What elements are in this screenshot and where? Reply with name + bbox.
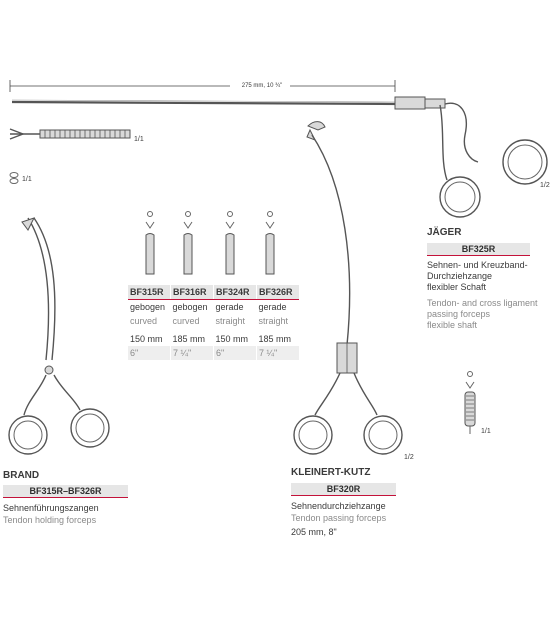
length-in-cell: 6" — [213, 346, 257, 360]
shape-de-cell: gebogen — [172, 302, 208, 312]
jaeger-detail-scale: 1/1 — [481, 428, 491, 435]
jaeger-forceps-illustration — [11, 96, 548, 218]
tip-scale-label: 1/1 — [134, 136, 144, 143]
shape-en-cell: curved — [172, 316, 200, 326]
kleinert-scale: 1/2 — [404, 454, 414, 461]
length-mm-cell: 185 mm — [172, 334, 206, 344]
brand-desc-en: Tendon holding forceps — [3, 515, 97, 525]
jaeger-title: JÄGER — [427, 227, 462, 238]
brand-code-range: BF315R–BF326R — [3, 485, 128, 498]
length-in-cell: 6" — [128, 346, 171, 360]
length-mm-cell: 150 mm — [215, 334, 249, 344]
kleinert-desc-en: Tendon passing forceps — [291, 513, 387, 523]
length-dimension-line — [9, 80, 396, 92]
length-mm-cell: 185 mm — [258, 334, 292, 344]
code-cell: BF324R — [213, 285, 257, 300]
shape-en-cell: curved — [130, 316, 158, 326]
jaeger-desc-en: Tendon- and cross ligament passing force… — [427, 298, 538, 330]
flexible-tip-detail — [9, 128, 131, 140]
brand-title: BRAND — [3, 470, 40, 481]
brand-tip-icons — [145, 211, 275, 275]
jaeger-desc-de: Sehnen- und Kreuzband- Durchziehzange fl… — [427, 260, 528, 292]
length-in-cell: 7 ¼" — [170, 346, 214, 360]
code-cell: BF326R — [256, 285, 299, 300]
kleinert-size: 205 mm, 8" — [291, 527, 337, 537]
shape-en-cell: straight — [215, 316, 246, 326]
kleinert-code: BF320R — [291, 483, 396, 496]
shape-de-cell: gerade — [258, 302, 287, 312]
shape-de-cell: gebogen — [130, 302, 166, 312]
jaw-scale-label: 1/1 — [22, 176, 32, 183]
kleinert-forceps-illustration — [293, 128, 403, 455]
jaw-open-icon — [9, 172, 19, 184]
length-label: 275 mm, 10 ¾" — [241, 83, 283, 89]
jaeger-tip-detail — [464, 371, 476, 434]
brand-desc-de: Sehnenführungszangen — [3, 503, 99, 513]
brand-spec-table: BF315R BF316R BF324R BF326R gebogen gebo… — [128, 285, 299, 360]
shape-de-cell: gerade — [215, 302, 244, 312]
brand-forceps-illustration — [8, 217, 110, 455]
length-mm-cell: 150 mm — [130, 334, 163, 344]
jaeger-code: BF325R — [427, 243, 530, 256]
shape-en-cell: straight — [258, 316, 289, 326]
length-in-cell: 7 ¼" — [256, 346, 299, 360]
kleinert-desc-de: Sehnendurchziehzange — [291, 501, 386, 511]
kleinert-title: KLEINERT-KUTZ — [291, 467, 371, 478]
jaeger-main-scale: 1/2 — [540, 182, 550, 189]
code-cell: BF316R — [170, 285, 214, 300]
code-cell: BF315R — [128, 285, 171, 300]
